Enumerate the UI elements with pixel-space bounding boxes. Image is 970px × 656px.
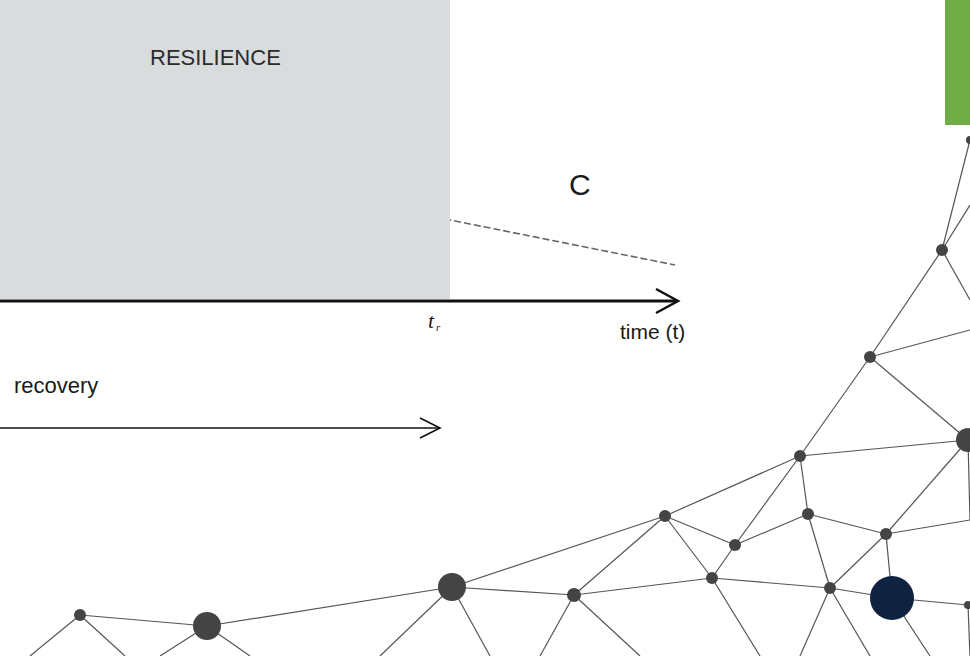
accent-bar	[945, 0, 970, 125]
phase-label: recovery	[14, 373, 98, 399]
axis-marker: t	[428, 308, 434, 334]
recovery-arrowhead	[420, 418, 440, 438]
axis-title: time (t)	[620, 320, 685, 344]
time-axis	[0, 300, 676, 303]
region-title: RESILIENCE	[150, 45, 450, 71]
axis-marker-subscript: r	[436, 321, 440, 333]
recovery-arrow	[0, 427, 440, 429]
axis-arrowhead	[656, 289, 678, 313]
shaded-region: RESILIENCE	[0, 0, 450, 299]
accent-dot	[870, 576, 914, 620]
curve-label: C	[569, 168, 591, 202]
